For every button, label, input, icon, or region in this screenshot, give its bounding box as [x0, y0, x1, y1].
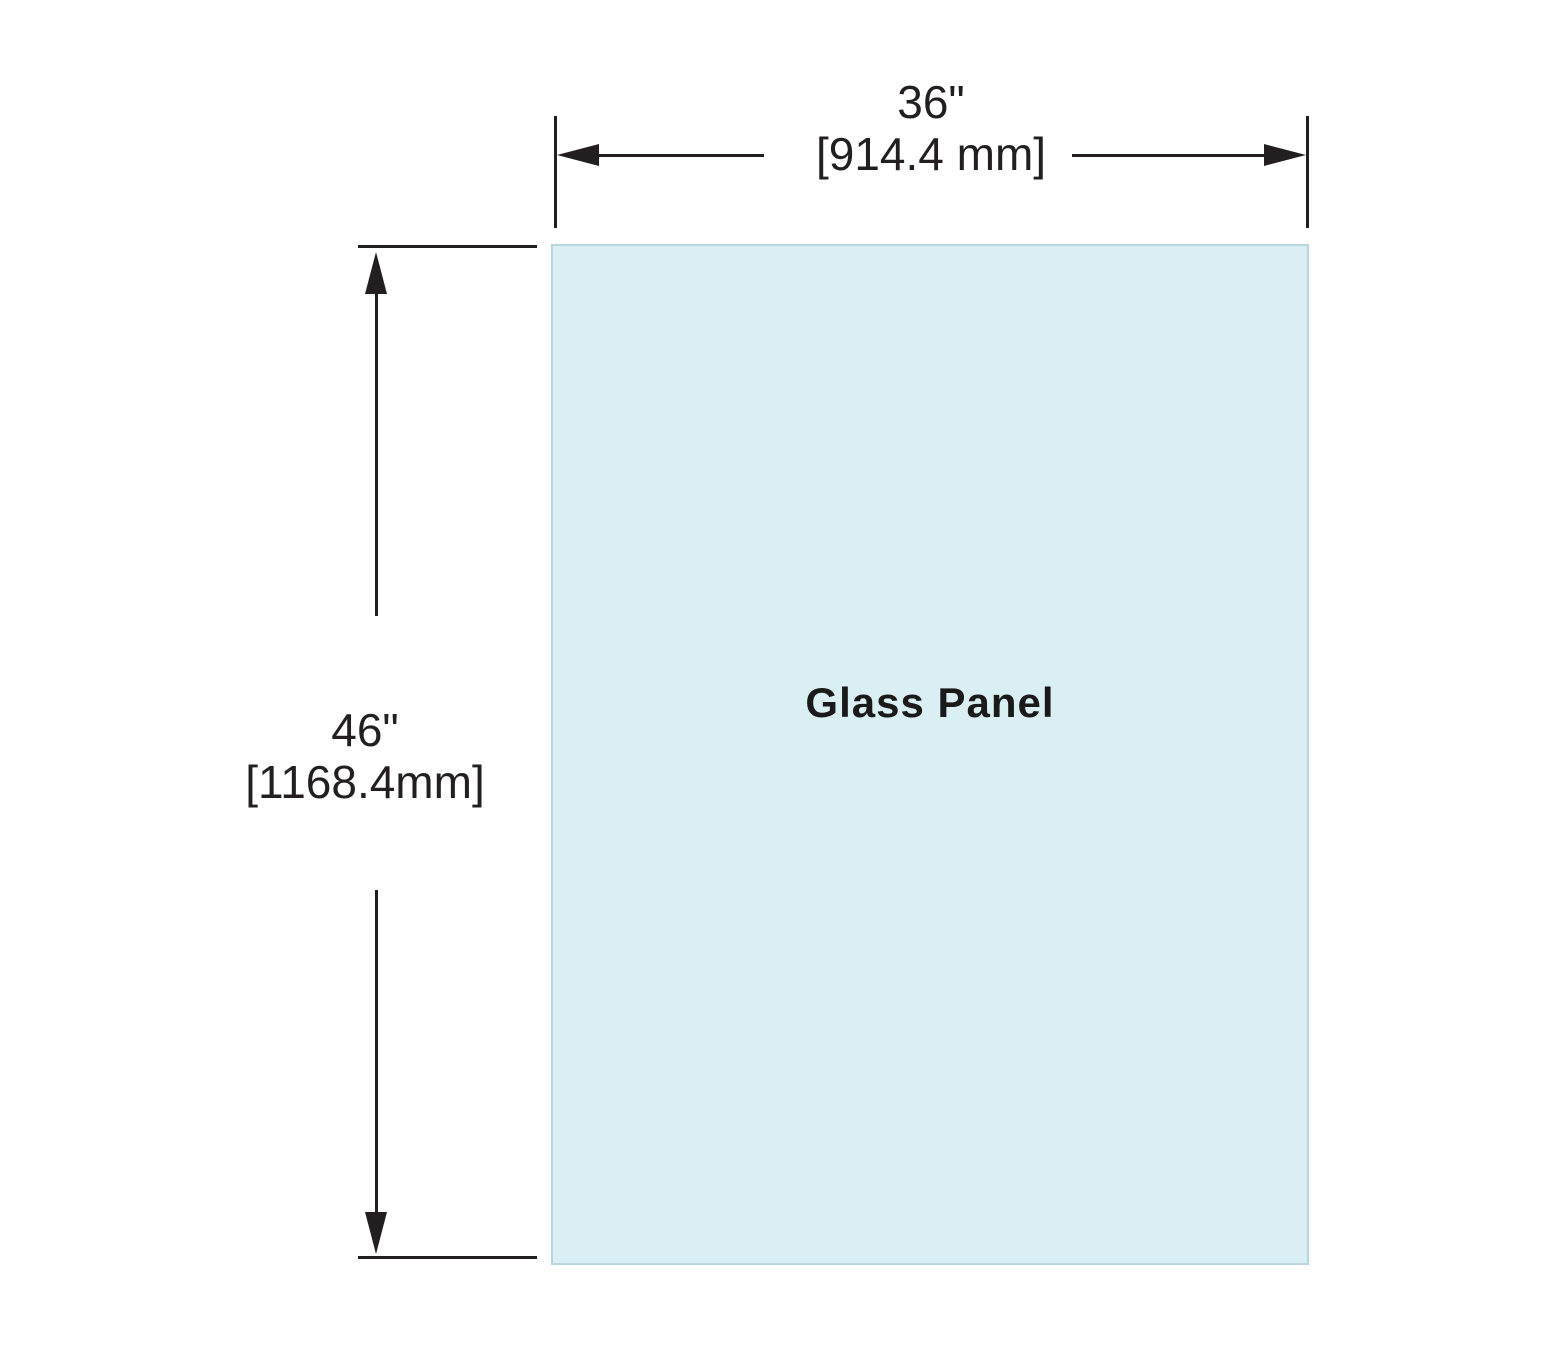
height-mm-label: [1168.4mm] — [245, 756, 485, 808]
width-extension-line-left — [554, 116, 557, 228]
height-inches-label: 46" — [331, 704, 399, 756]
panel-label: Glass Panel — [805, 679, 1055, 726]
arrow-right-icon — [1264, 144, 1306, 166]
width-inches-label: 36" — [897, 76, 965, 128]
width-extension-line-right — [1306, 116, 1309, 228]
width-mm-label: [914.4 mm] — [815, 128, 1047, 180]
glass-panel: Glass Panel — [551, 244, 1309, 1265]
width-dimension-line-right — [1072, 154, 1268, 157]
height-extension-line-top — [358, 245, 537, 248]
arrow-up-icon — [365, 252, 387, 294]
arrow-down-icon — [365, 1212, 387, 1254]
height-dimension-line-lower — [375, 890, 378, 1214]
width-dimension-text: 36" [914.4 mm] — [781, 76, 1081, 180]
height-extension-line-bottom — [358, 1256, 537, 1259]
height-dimension-line-upper — [375, 292, 378, 616]
arrow-left-icon — [557, 144, 599, 166]
width-dimension-line-left — [596, 154, 764, 157]
height-dimension-text: 46" [1168.4mm] — [240, 704, 490, 808]
